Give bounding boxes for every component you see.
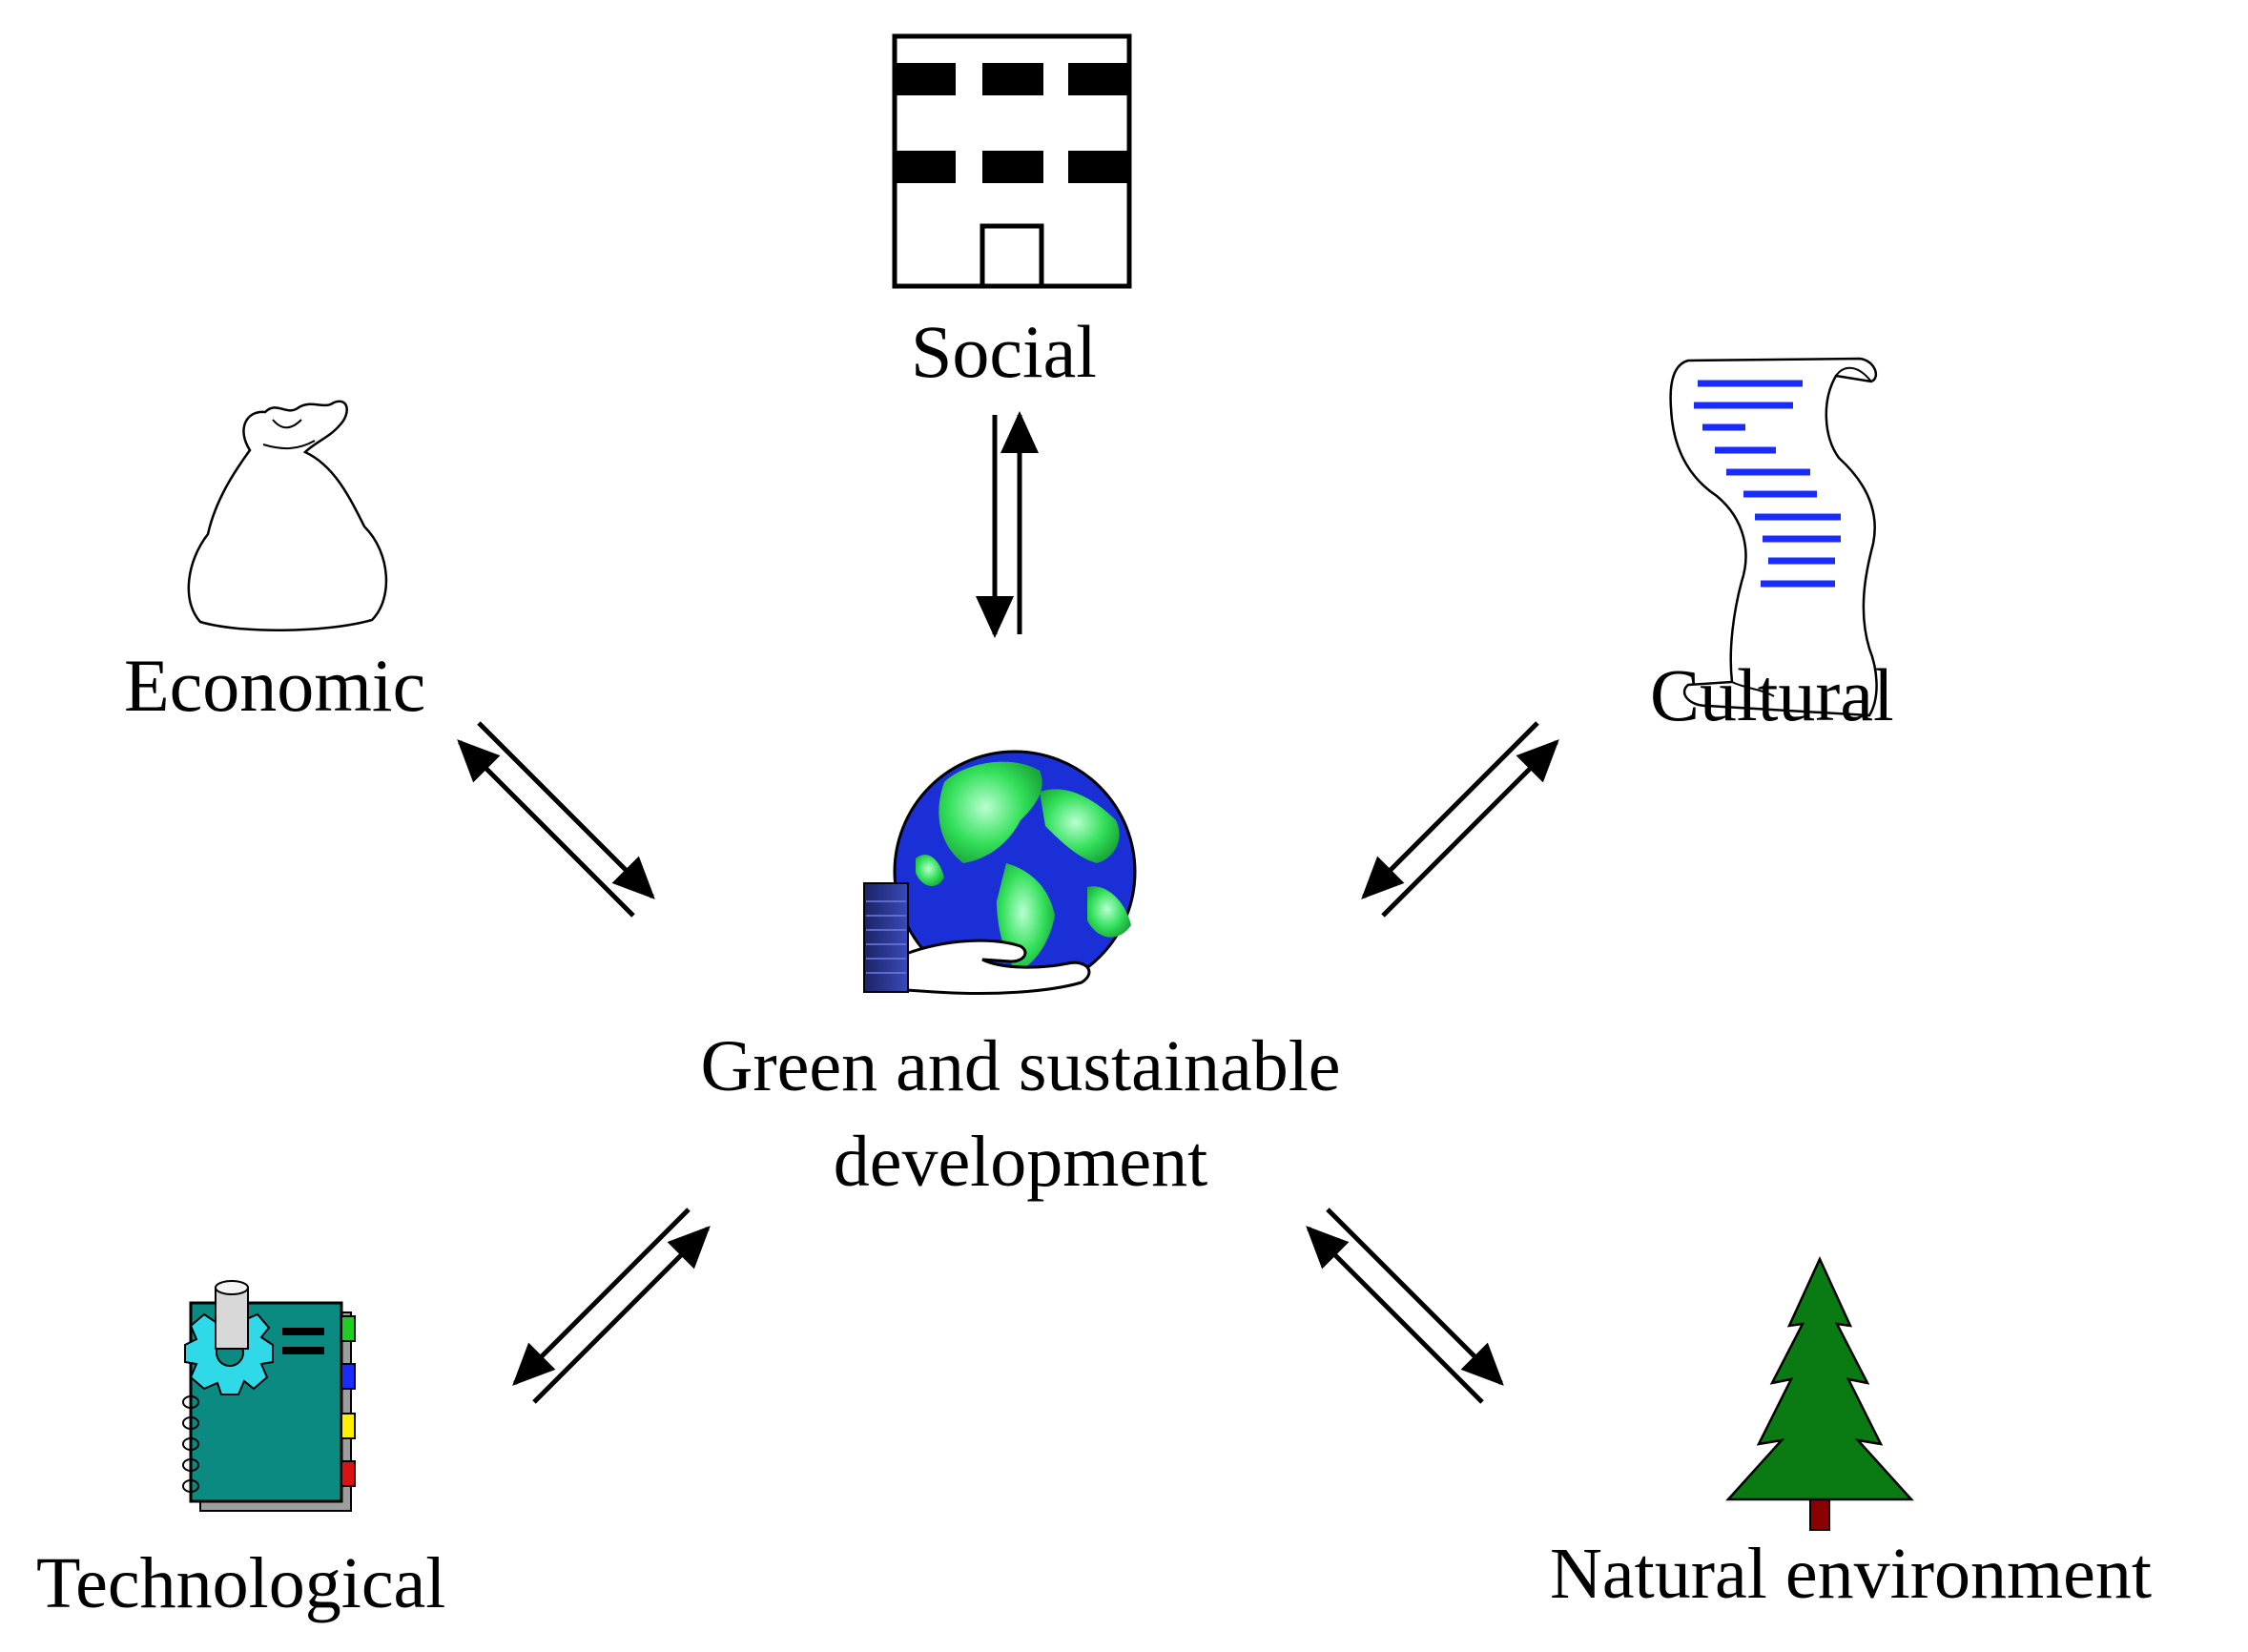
pine-tree-icon bbox=[1725, 1255, 1914, 1531]
globe-in-hand-icon bbox=[863, 750, 1137, 996]
arrow-cultural-in bbox=[1361, 721, 1539, 899]
node-label-technological: Technological bbox=[36, 1543, 446, 1623]
arrow-technological-out bbox=[512, 1208, 691, 1386]
money-bag-icon bbox=[187, 400, 388, 631]
scroll-icon bbox=[1669, 357, 1878, 717]
arrow-technological-in bbox=[532, 1226, 711, 1404]
node-label-economic: Economic bbox=[124, 644, 426, 727]
arrow-cultural-out bbox=[1381, 739, 1559, 918]
arrow-economic-out bbox=[457, 739, 635, 918]
node-label-cultural: Cultural bbox=[1650, 653, 1894, 736]
center-label-line1: Green and sustainable bbox=[700, 1026, 1341, 1106]
arrow-natural-in bbox=[1306, 1226, 1484, 1404]
center-label-line2: development bbox=[833, 1122, 1208, 1202]
arrow-natural-out bbox=[1326, 1208, 1504, 1386]
node-label-natural: Natural environment bbox=[1550, 1534, 2153, 1614]
notebook-gear-icon bbox=[182, 1280, 356, 1512]
node-label-social: Social bbox=[911, 310, 1097, 393]
arrow-economic-in bbox=[477, 721, 655, 899]
building-icon bbox=[892, 33, 1132, 289]
